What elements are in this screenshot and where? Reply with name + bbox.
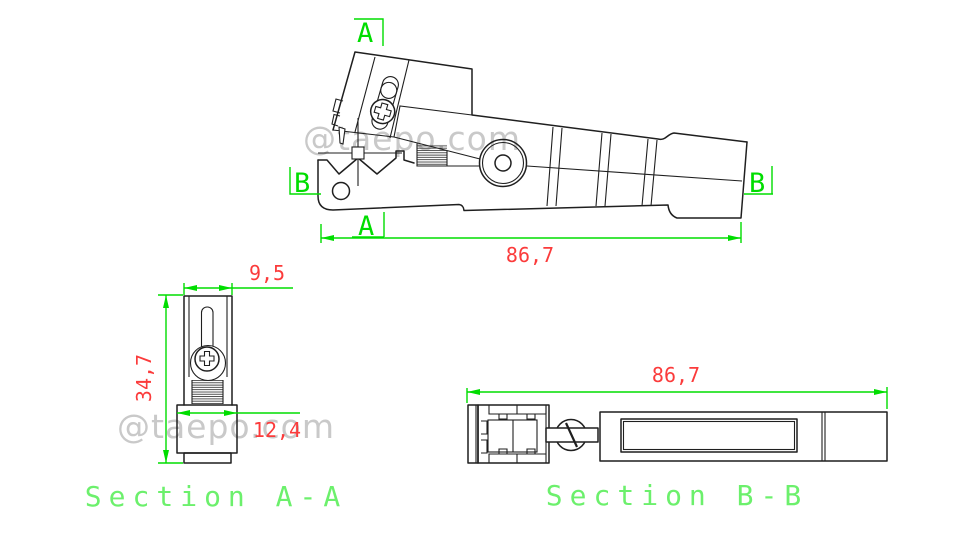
- marker-b-left-lines: [289, 167, 321, 195]
- marker-b-left-letter: B: [294, 168, 310, 199]
- bb-dim-ext: [466, 387, 888, 409]
- dim-main-ext-lines: [320, 222, 742, 243]
- marker-a-top-letter: A: [357, 18, 373, 49]
- bb-dim-arrow-left: [467, 389, 480, 395]
- aa-dim124-value: 12,4: [253, 418, 301, 442]
- bb-window-slot-outer: [620, 418, 798, 453]
- aa-dim95-ext: [183, 283, 233, 295]
- dim-main-arrow-left: [321, 235, 334, 241]
- aa-spring-hatch: [192, 380, 223, 404]
- bb-left-wall-notches: [481, 420, 488, 454]
- marker-b-right-letter: B: [749, 168, 765, 199]
- stripper-teeth-path: [317, 150, 415, 175]
- head-and-top-edge-path: [332, 51, 748, 143]
- body-outline-path: [317, 141, 748, 219]
- aa-dim95-arrow-left: [184, 285, 197, 291]
- bb-bottom-tabs: [488, 448, 546, 463]
- aa-dim95-arrow-right: [219, 285, 232, 291]
- grip-ribs: [546, 126, 658, 207]
- bb-handle-body: [599, 411, 888, 462]
- section-bb-title: Section B-B: [546, 479, 808, 512]
- head-screw-group: [369, 76, 399, 130]
- blade-position-square: [351, 146, 365, 160]
- aa-dim124-arrow-right: [224, 410, 237, 416]
- marker-a-bottom-letter: A: [358, 211, 374, 242]
- head-left-tabs: [331, 98, 344, 127]
- bb-window-slot-inner: [622, 420, 796, 451]
- bb-top-tabs: [488, 405, 547, 420]
- aa-phillips-cross-icon: [199, 350, 215, 367]
- phillips-cross-icon: [373, 102, 392, 121]
- aa-column-outline: [183, 295, 233, 406]
- bb-screw-slot: [565, 422, 578, 448]
- handle-mid-line: [526, 165, 743, 182]
- bb-end-divider: [821, 412, 826, 461]
- blade-tip: [338, 126, 346, 145]
- marker-a-bottom-lines: [352, 212, 385, 238]
- dimension-main-length: 86,7: [320, 222, 742, 267]
- roller-outer-circle: [478, 138, 528, 188]
- main-side-view: [317, 51, 748, 219]
- section-aa-title: Section A-A: [85, 480, 347, 513]
- aa-dim347-value: 34,7: [132, 354, 156, 402]
- aa-dim347-ext: [158, 294, 183, 464]
- roller-axle-hole: [494, 154, 512, 172]
- section-bb-view: [467, 404, 888, 464]
- head-inner-bracket-path: [393, 105, 473, 138]
- dimension-bb-length: 86,7: [466, 363, 888, 409]
- knurl-outline: [416, 143, 448, 167]
- section-markers-main: A A B B: [289, 18, 773, 242]
- bb-dim-arrow-right: [874, 389, 887, 395]
- aa-column-inner-walls: [188, 296, 228, 377]
- aa-dim347-arrow-top: [163, 295, 169, 308]
- aa-dim124-arrow-left: [177, 410, 190, 416]
- aa-foot-block: [183, 452, 232, 464]
- dimension-aa-top-width: 9,5: [183, 261, 293, 295]
- aa-slot: [200, 306, 214, 352]
- dimension-aa-height: 34,7: [132, 294, 183, 464]
- dim-main-arrow-right: [728, 235, 741, 241]
- knurl-hatch: [417, 144, 447, 166]
- dim-main-value: 86,7: [506, 243, 554, 267]
- dimension-aa-body-width: 12,4: [177, 410, 301, 442]
- head-pivot-circle: [380, 81, 398, 99]
- roller-inner-ring: [481, 141, 525, 185]
- body-hole: [331, 181, 351, 201]
- watermark-main-view: @taepo.com: [303, 119, 521, 158]
- aa-dim347-arrow-bottom: [163, 450, 169, 463]
- section-aa-view: [176, 295, 238, 464]
- aa-spring-sides: [191, 380, 224, 404]
- aa-dim95-value: 9,5: [249, 261, 285, 285]
- bb-dim-value: 86,7: [652, 363, 700, 387]
- head-bottom-diagonal: [332, 129, 481, 160]
- marker-b-right-lines: [744, 166, 773, 195]
- marker-a-top-lines: [354, 18, 384, 46]
